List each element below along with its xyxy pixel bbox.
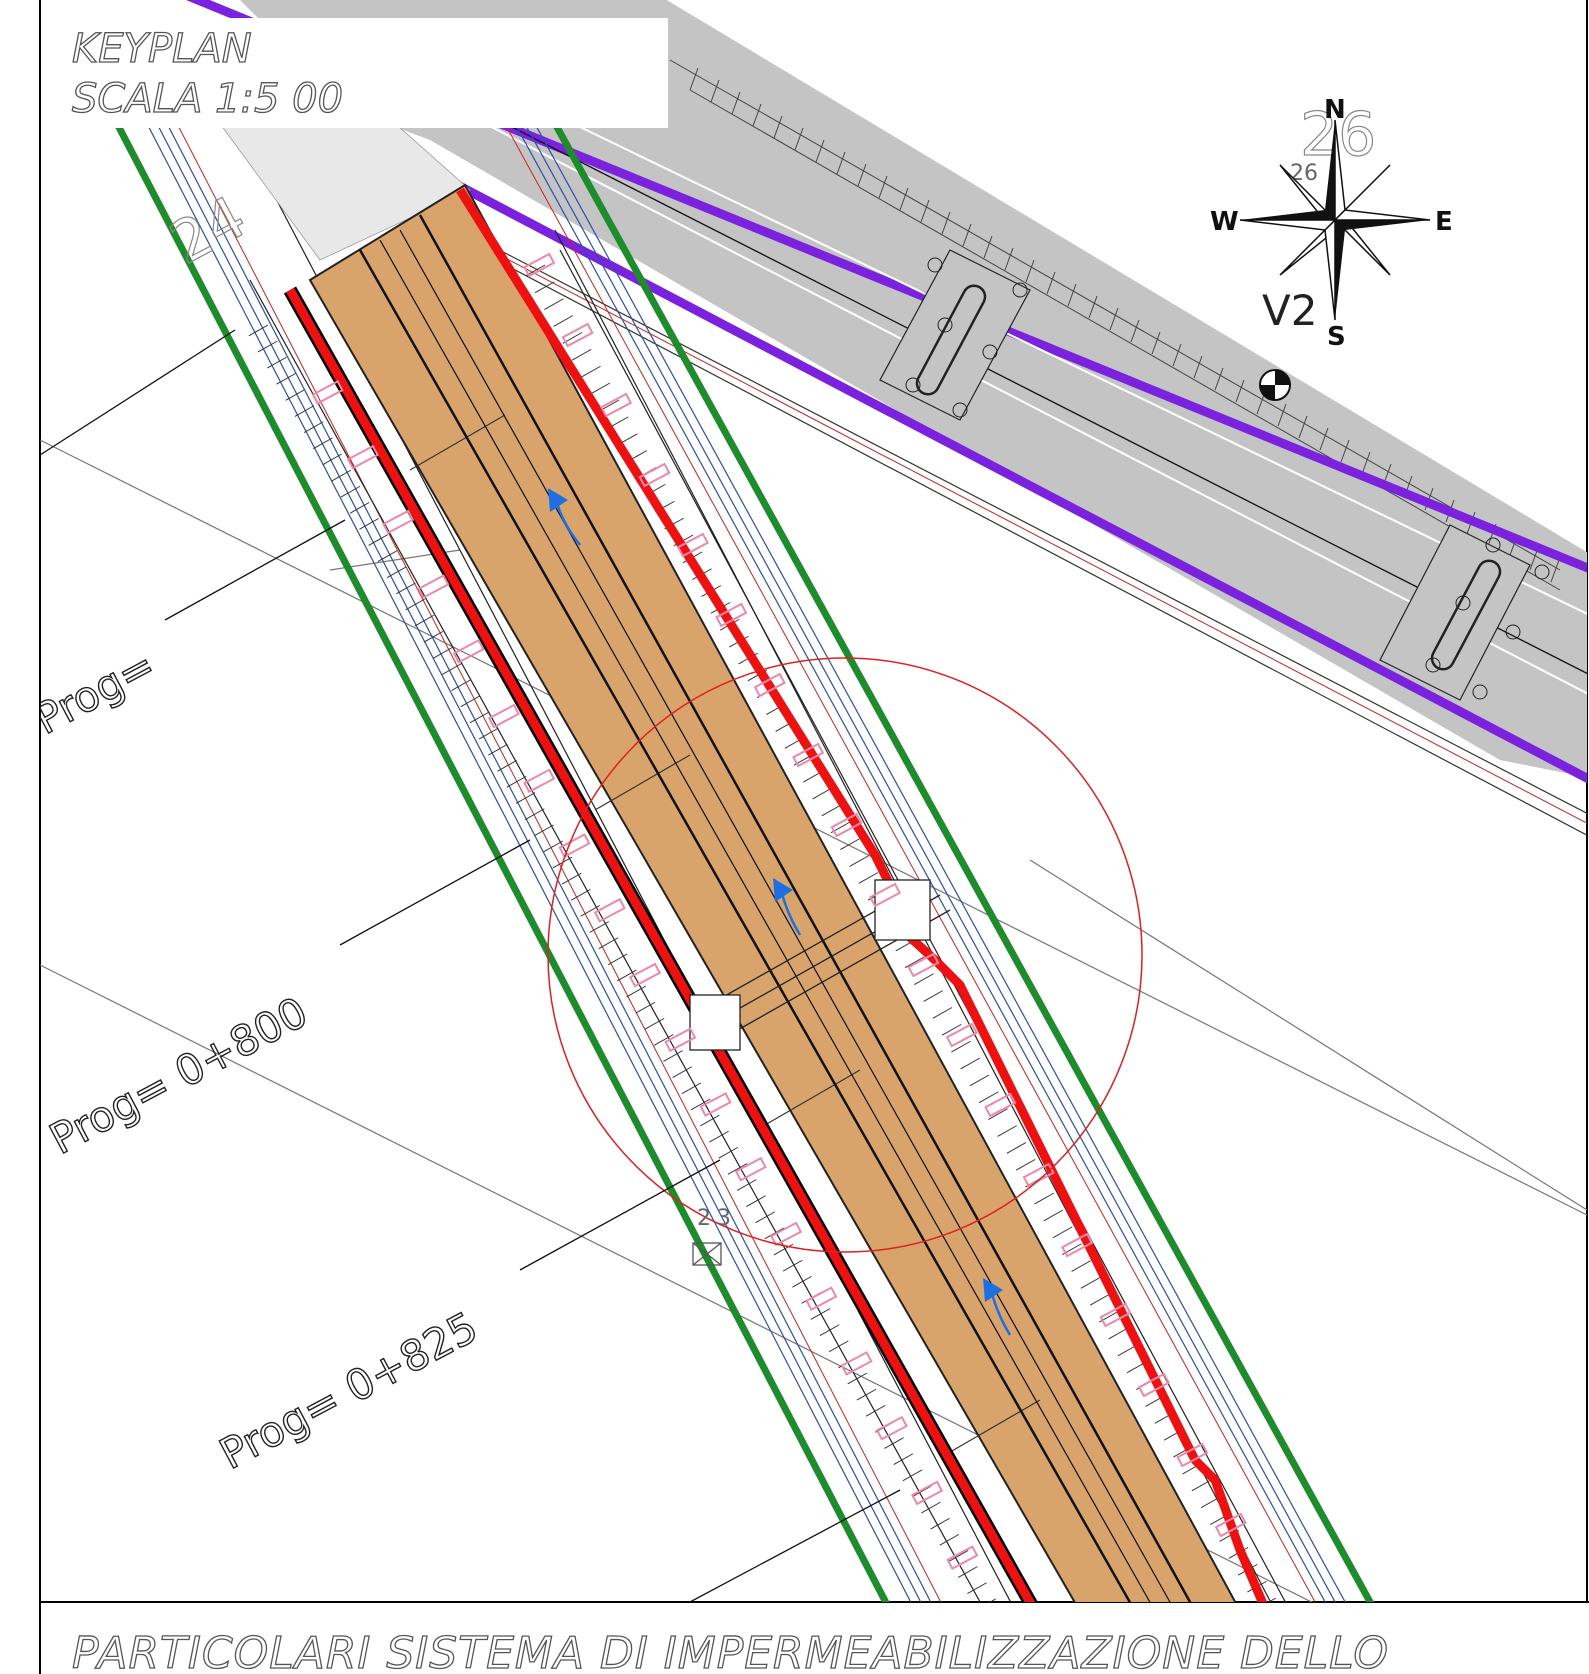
deck-track-lines (358, 214, 1192, 1602)
survey-point-marker (692, 1242, 722, 1266)
drain-marker (769, 1221, 803, 1247)
drain-marker (875, 1415, 908, 1441)
drain-marker (715, 602, 748, 628)
drain-marker (792, 742, 825, 768)
title-block: PARTICOLARI SISTEMA DI IMPERMEABILIZZAZI… (41, 1603, 1589, 1674)
station-label-top: Prog= (27, 640, 163, 744)
compass-rose: N S E W (1210, 95, 1453, 352)
keyplan-title: KEYPLAN (72, 26, 252, 72)
compass-north: N (1324, 95, 1346, 125)
compass-south: S (1327, 322, 1346, 352)
compass-west: W (1210, 207, 1239, 237)
small-label-23: 23 (697, 1206, 737, 1231)
drain-marker (628, 962, 662, 988)
compass-star-icon (1239, 119, 1431, 321)
drain-marker (830, 812, 863, 838)
sheet-frame (39, 0, 1589, 1674)
drain-marker (945, 1022, 978, 1048)
drain-marker (1137, 1372, 1171, 1398)
flow-arrow-1 (548, 488, 581, 546)
drain-marker (664, 1027, 697, 1053)
drain-marker (346, 444, 379, 470)
road-joint-plate-2 (1379, 524, 1550, 701)
drain-marker (911, 1480, 944, 1506)
drain-marker (1099, 1302, 1132, 1328)
grid-number-24: 24 (160, 183, 257, 278)
drain-marker (452, 638, 485, 664)
embankment-lines (106, 58, 1375, 1602)
red-barrier-left (283, 286, 1038, 1602)
drawing-title: PARTICOLARI SISTEMA DI IMPERMEABILIZZAZI… (72, 1628, 1389, 1674)
detail-circle (547, 657, 1143, 1253)
drain-marker (417, 574, 450, 599)
station-label-825: Prog= 0+825 (212, 1302, 486, 1479)
drain-marker (907, 952, 940, 978)
drain-marker (599, 392, 633, 418)
view-label-v2: V2 (1262, 286, 1317, 335)
drain-marker (1061, 1232, 1094, 1258)
drain-marker (558, 833, 591, 858)
road-carriageway (185, 0, 1587, 836)
drain-marker (638, 462, 671, 488)
road-joint-plate-1 (879, 249, 1031, 421)
drain-marker (311, 380, 344, 405)
drain-markers (311, 252, 1247, 1570)
datum-marker (1259, 369, 1291, 401)
drain-marker (523, 252, 556, 278)
drain-marker (676, 532, 709, 558)
drain-marker (1214, 1512, 1247, 1538)
drain-marker (753, 672, 786, 698)
station-label-800: Prog= 0+800 (42, 987, 316, 1164)
station-leaders (40, 329, 901, 1602)
flow-arrow-3 (983, 1278, 1012, 1336)
drain-marker (946, 1545, 979, 1570)
flow-arrow-2 (773, 878, 802, 936)
compass-east: E (1435, 207, 1453, 237)
drain-marker (984, 1092, 1017, 1118)
drain-marker (523, 768, 556, 794)
drain-marker (593, 897, 626, 923)
red-barrier-right (456, 187, 1268, 1602)
keyplan-scale: SCALA 1:5 00 (72, 76, 343, 122)
drain-marker (561, 322, 594, 348)
drain-marker (805, 1286, 838, 1312)
drain-marker (487, 703, 521, 729)
deck-panel-joints (409, 414, 1041, 1456)
drain-marker (382, 509, 415, 535)
drain-marker (840, 1351, 873, 1376)
drain-marker (868, 882, 902, 908)
keyplan-box: KEYPLAN SCALA 1:5 00 (60, 18, 668, 128)
road-edge-purple-lower (327, 114, 1587, 784)
drain-marker (1176, 1442, 1209, 1468)
drain-marker (699, 1092, 732, 1117)
drain-marker (734, 1156, 767, 1182)
